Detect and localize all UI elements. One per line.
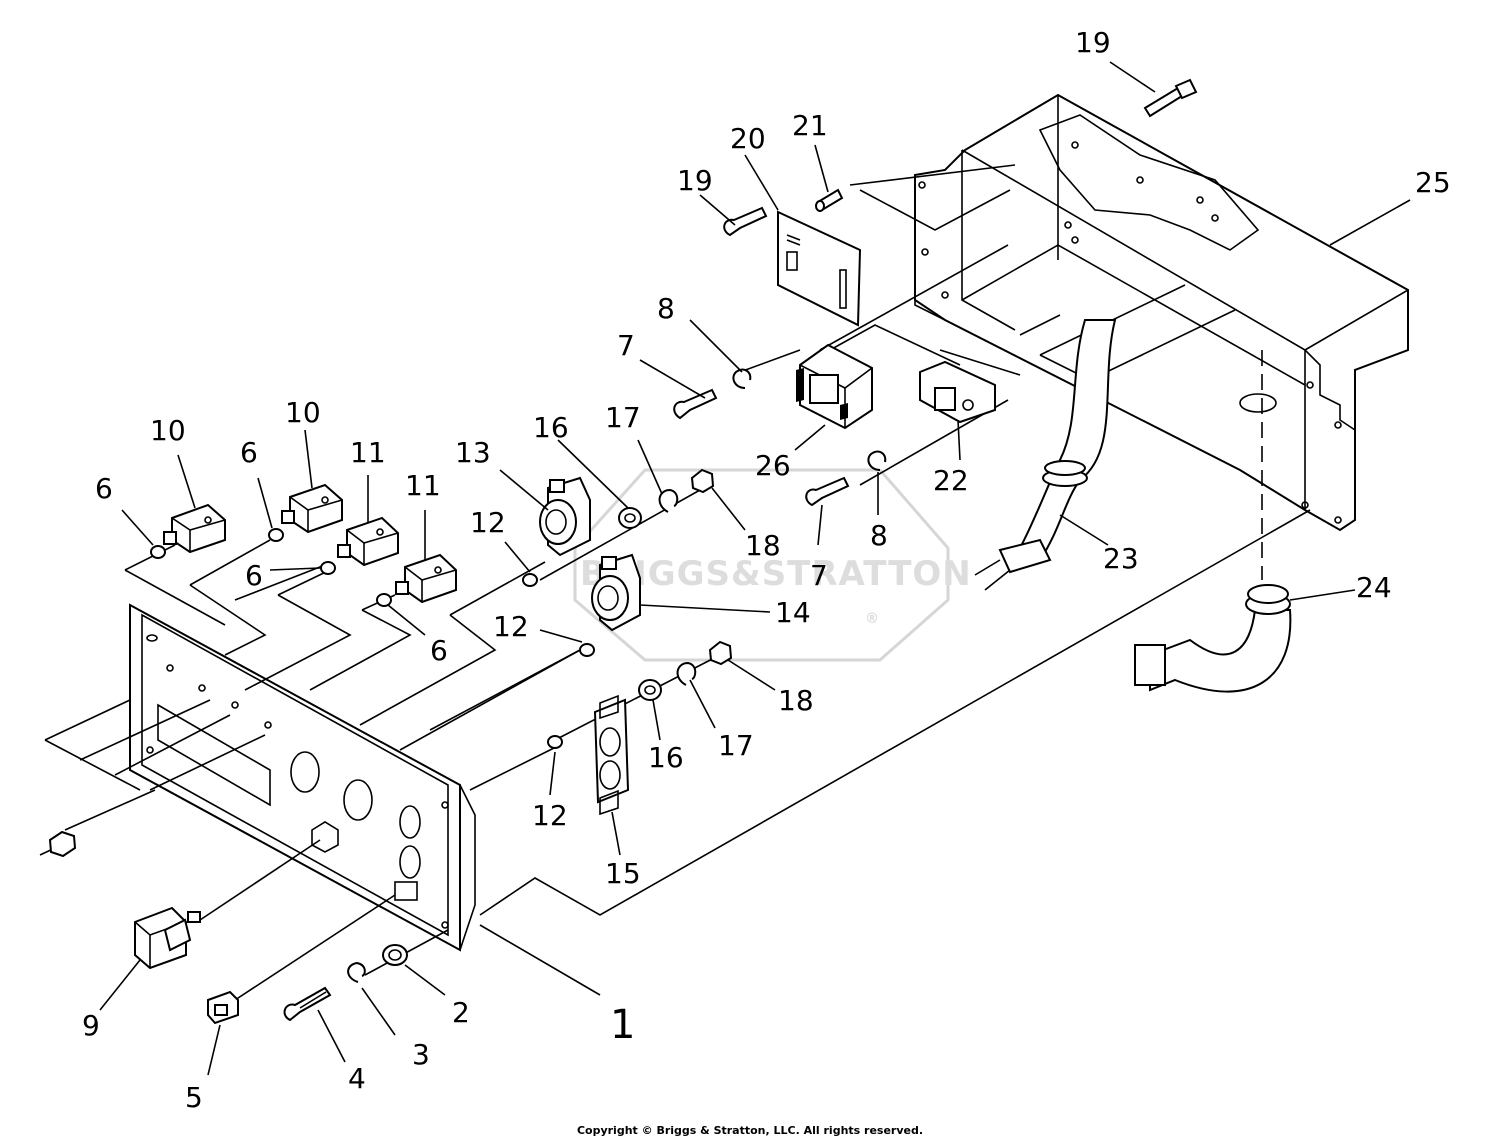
part-17-clip-b [676,661,697,686]
part-2-washer [382,944,408,966]
part-13-receptacle [539,476,591,557]
callout-14: 14 [775,596,811,629]
callout-6c: 6 [245,559,263,592]
part-12-ring-a [522,573,538,587]
callout-15: 15 [605,857,641,890]
callout-25: 25 [1415,166,1451,199]
callout-19b: 19 [1075,26,1111,59]
part-7-screw-b [805,476,850,507]
watermark: BRIGGS&STRATTON ® [573,468,972,662]
part-6-ring-a [150,545,166,559]
callout-6b: 6 [240,436,258,469]
callout-11a: 11 [350,436,386,469]
part-12-ring-b [579,643,595,657]
callout-6a: 6 [95,472,113,505]
panel-nut [48,830,77,858]
callout-24: 24 [1356,571,1392,604]
part-12-ring-c [547,735,563,749]
callout-3: 3 [412,1038,430,1071]
callout-12c: 12 [532,799,568,832]
part-6-ring-b [268,528,284,542]
callout-8b: 8 [870,519,888,552]
part-19-screw-a [723,206,768,237]
callout-10b: 10 [285,396,321,429]
copyright-notice: Copyright © Briggs & Stratton, LLC. All … [576,1124,924,1137]
part-6-ring-d [376,593,392,607]
part-18-nut-a [690,468,715,494]
callout-1: 1 [610,1002,635,1048]
part-4-screw [283,986,332,1022]
callout-leaders [99,61,1411,1076]
callout-7a: 7 [617,329,635,362]
watermark-text: BRIGGS&STRATTON [580,554,972,594]
callout-18a: 18 [745,529,781,562]
callout-13: 13 [455,436,491,469]
part-1-front-panel [129,603,476,952]
callout-11b: 11 [405,469,441,502]
part-7-screw-a [673,388,718,420]
part-8-clip-a [732,368,752,389]
watermark-registered: ® [865,611,880,627]
part-17-clip-a [658,488,679,513]
part-3-clip [347,961,366,983]
callout-21: 21 [792,109,828,142]
part-10-switch-b [281,483,343,534]
part-22-bracket [919,360,996,424]
part-18-nut-b [708,640,733,666]
part-6-ring-c [320,561,336,575]
part-26-relay [796,343,873,430]
callout-4: 4 [348,1062,366,1095]
control-box [914,93,1409,532]
part-14-receptacle [591,553,641,632]
callout-17b: 17 [718,729,754,762]
assembly-lines [39,164,1311,1001]
part-9-rocker-switch [134,906,201,970]
callout-8a: 8 [657,292,675,325]
callout-22: 22 [933,464,969,497]
callout-12b: 12 [493,610,529,643]
callouts: 1 2 3 4 5 6 6 6 6 7 7 8 8 9 10 10 11 11 … [82,26,1451,1114]
callout-17a: 17 [605,401,641,434]
part-16-washer-a [618,507,642,529]
part-23-wiring-harness [974,319,1117,591]
callout-26: 26 [755,449,791,482]
watermark-outline [573,468,950,662]
part-10-switch-a [163,503,226,554]
callout-9: 9 [82,1009,100,1042]
part-8-clip-b [867,450,887,471]
callout-23: 23 [1103,542,1139,575]
callout-19a: 19 [677,164,713,197]
callout-16b: 16 [648,741,684,774]
callout-5: 5 [185,1081,203,1114]
part-16-washer-b [638,679,662,701]
callout-6d: 6 [430,634,448,667]
part-19-screw-b [1143,78,1198,118]
part-15-duplex-receptacle [593,694,630,816]
callout-20: 20 [730,122,766,155]
part-21-standoff [815,188,844,212]
part-24-grommet [1134,584,1292,693]
part-11-switch-b [395,553,457,604]
callout-7b: 7 [810,559,828,592]
callout-18b: 18 [778,684,814,717]
callout-12a: 12 [470,506,506,539]
part-11-switch-a [337,516,399,567]
part-20-circuit-board [777,210,862,327]
callout-16a: 16 [533,411,569,444]
part-5-switch-small [207,990,239,1025]
callout-2: 2 [452,996,470,1029]
callout-10a: 10 [150,414,186,447]
